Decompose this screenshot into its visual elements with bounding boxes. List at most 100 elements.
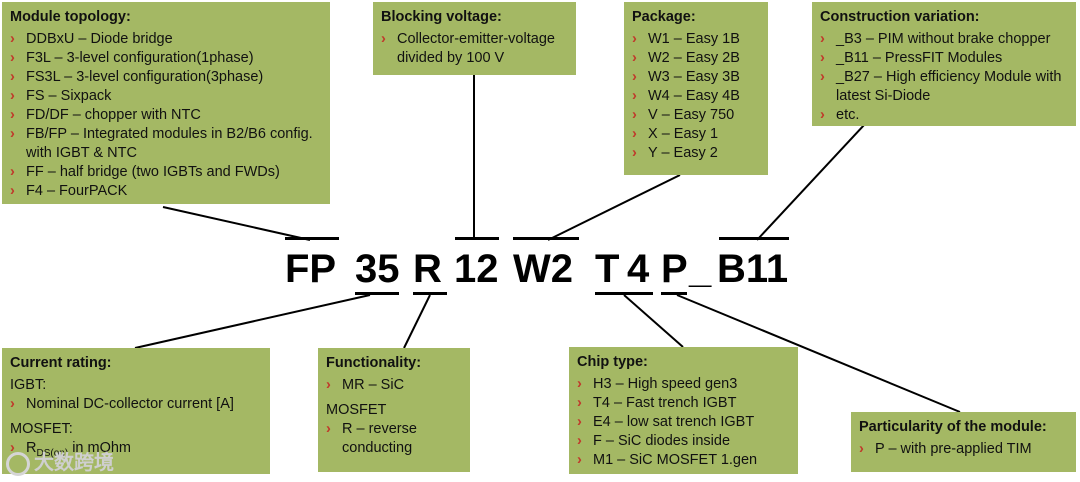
connector-current-rating <box>134 294 371 349</box>
bullet-icon: › <box>632 107 637 123</box>
list-item: ›F – SiC diodes inside <box>577 432 790 451</box>
bullet-icon: › <box>632 126 637 142</box>
overline-w2 <box>513 237 579 240</box>
connector-chip-type <box>623 294 684 348</box>
bullet-icon: › <box>859 441 864 457</box>
igbt-item-text: Nominal DC-collector current [A] <box>26 396 234 412</box>
construction-variation-list: ›_B3 – PIM without brake chopper›_B11 – … <box>820 30 1068 125</box>
list-item: › W2 – Easy 2B <box>632 49 760 68</box>
underline-t4 <box>595 292 653 295</box>
functionality-item-2-text: R – reverse conducting <box>342 421 417 456</box>
list-item: › H3 – High speed gen3 <box>577 375 790 394</box>
list-item: ›T4 – Fast trench IGBT <box>577 394 790 413</box>
segment-b11: B11 <box>717 247 789 291</box>
igbt-label: IGBT: <box>10 377 47 393</box>
current-rating-box: Current rating: IGBT: › Nominal DC-collec… <box>2 348 270 474</box>
bullet-icon: › <box>10 183 15 199</box>
functionality-title: Functionality: <box>326 355 422 371</box>
bullet-icon: › <box>10 396 15 412</box>
bullet-icon: › <box>820 50 825 66</box>
segment-35: 35 <box>355 247 400 291</box>
overline-b11 <box>719 237 789 240</box>
connector-particularity <box>676 294 961 413</box>
mosfet-item: ›RDS(on) in mOhm <box>10 439 262 463</box>
segment-t: T <box>595 247 620 291</box>
list-item: › W4 – Easy 4B <box>632 87 760 106</box>
package-box: Package: ›W1 – Easy 1B›W2 – Easy 2B›W3 –… <box>624 2 768 175</box>
connector-functionality <box>403 294 431 349</box>
list-item: ›FD/DF – chopper with NTC <box>10 106 322 125</box>
list-item: › FF – half bridge (two IGBTs and FWDs) <box>10 163 322 182</box>
list-item-text: _B3 – PIM without brake chopper <box>836 31 1051 47</box>
bullet-icon: › <box>577 395 582 411</box>
list-item: ›Y – Easy 2 <box>632 144 760 163</box>
list-item-text: F – SiC diodes inside <box>593 433 731 449</box>
list-item-text: W2 – Easy 2B <box>648 50 740 66</box>
bullet-icon: › <box>10 164 15 180</box>
current-rating-title: Current rating: <box>10 355 112 371</box>
particularity-list: ›P – with pre-applied TIM <box>859 440 1068 459</box>
list-item-text: W4 – Easy 4B <box>648 88 740 104</box>
watermark-logo-icon <box>6 451 30 476</box>
list-item-text: H3 – High speed gen3 <box>593 376 738 392</box>
mosfet-label: MOSFET: <box>10 421 73 437</box>
list-item-text: F4 – FourPACK <box>26 183 128 199</box>
list-item-text: V – Easy 750 <box>648 107 735 123</box>
list-item-text: FB/FP – Integrated modules in B2/B6 conf… <box>26 126 313 161</box>
bullet-icon: › <box>326 377 331 393</box>
underline-35 <box>355 292 399 295</box>
bullet-icon: › <box>10 440 15 456</box>
segment-12: 12 <box>454 247 499 291</box>
list-item-text: F3L – 3-level configuration(1phase) <box>26 50 254 66</box>
list-item-text: E4 – low sat trench IGBT <box>593 414 755 430</box>
bullet-icon: › <box>10 107 15 123</box>
segment-4: 4 <box>627 247 650 291</box>
list-item: › F4 – FourPACK <box>10 182 322 201</box>
bullet-icon: › <box>632 31 637 47</box>
bullet-icon: › <box>820 31 825 47</box>
bullet-icon: › <box>820 69 825 85</box>
connector-construction <box>756 123 866 241</box>
bullet-icon: › <box>577 452 582 468</box>
blocking-voltage-title: Blocking voltage: <box>381 9 502 25</box>
igbt-item: › Nominal DC-collector current [A] <box>10 395 262 414</box>
list-item-text: W1 – Easy 1B <box>648 31 740 47</box>
mosfet-item-r: R <box>26 440 37 456</box>
list-item: ›F3L – 3-level configuration(1phase) <box>10 49 322 68</box>
module-topology-title: Module topology: <box>10 9 131 25</box>
underline-r <box>413 292 447 295</box>
list-item-text: FF – half bridge (two IGBTs and FWDs) <box>26 164 280 180</box>
functionality-item-1-text: MR – SiC <box>342 377 405 393</box>
segment-w2: W2 <box>513 247 573 291</box>
functionality-item-2: ›R – reverse conducting <box>326 420 462 458</box>
functionality-item-1: › MR – SiC <box>326 376 462 395</box>
segment-fp: FP <box>285 247 337 291</box>
chip-type-list: › H3 – High speed gen3 ›T4 – Fast trench I… <box>577 375 790 470</box>
list-item: ›Collector-emitter-voltage divided by 10… <box>381 30 568 68</box>
list-item-text: _B27 – High efficiency Module with lates… <box>836 69 1062 104</box>
watermark: 大数跨境 <box>6 446 114 476</box>
list-item: ›DDBxU – Diode bridge <box>10 30 322 49</box>
bullet-icon: › <box>10 88 15 104</box>
package-title: Package: <box>632 9 696 25</box>
list-item-text: Y – Easy 2 <box>648 145 718 161</box>
bullet-icon: › <box>577 376 582 392</box>
functionality-mosfet-label: MOSFET <box>326 402 387 418</box>
particularity-title: Particularity of the module: <box>859 419 1047 435</box>
watermark-text: 大数跨境 <box>34 452 114 474</box>
segment-p: P <box>661 247 688 291</box>
list-item-text: M1 – SiC MOSFET 1.gen <box>593 452 758 468</box>
bullet-icon: › <box>10 31 15 47</box>
blocking-voltage-box: Blocking voltage: ›Collector-emitter-vol… <box>373 2 576 75</box>
connector-package <box>547 174 681 241</box>
bullet-icon: › <box>632 50 637 66</box>
particularity-box: Particularity of the module: ›P – with p… <box>851 412 1076 472</box>
bullet-icon: › <box>632 88 637 104</box>
list-item: ›X – Easy 1 <box>632 125 760 144</box>
list-item: ›etc. <box>820 106 1068 125</box>
underline-p <box>661 292 687 295</box>
chip-type-title: Chip type: <box>577 354 648 370</box>
list-item: ›FS3L – 3-level configuration(3phase) <box>10 68 322 87</box>
list-item: › W1 – Easy 1B <box>632 30 760 49</box>
